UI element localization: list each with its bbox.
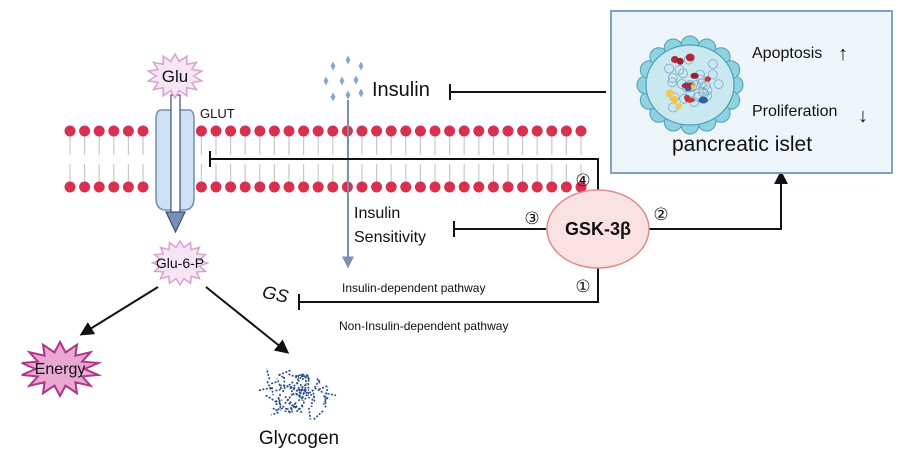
non-insulin-dependent-pathway-label: Non-Insulin-dependent pathway — [339, 319, 508, 333]
insulin-sensitivity-label-line1: Insulin — [354, 205, 400, 222]
pathway-marker-2: ② — [653, 205, 668, 224]
apoptosis-label: Apoptosis — [752, 45, 822, 62]
glut-label: GLUT — [200, 106, 235, 121]
pathway-marker-1: ① — [575, 277, 590, 296]
insulin-granule — [331, 62, 336, 71]
insulin-granule — [359, 89, 364, 98]
insulin-granule — [346, 56, 351, 65]
insulin-dependent-pathway-label: Insulin-dependent pathway — [342, 281, 485, 295]
insulin-granules-icon — [324, 56, 364, 102]
pathway-marker-3: ③ — [524, 209, 539, 228]
insulin-granule — [340, 77, 345, 86]
insulin-sensitivity-label-line2: Sensitivity — [354, 229, 426, 246]
gsk3b-label: GSK-3β — [565, 219, 631, 239]
apoptosis-up-arrow: ↑ — [838, 43, 848, 65]
glu6p-label: Glu-6-P — [156, 255, 204, 271]
insulin-granule — [324, 77, 329, 86]
glycogen-label: Glycogen — [259, 428, 339, 449]
insulin-granule — [331, 93, 336, 102]
proliferation-down-arrow: ↓ — [858, 105, 868, 127]
pancreatic-islet-icon — [637, 36, 743, 134]
insulin-granule — [354, 76, 359, 85]
energy-label: Energy — [35, 361, 86, 378]
insulin-granule — [346, 91, 351, 100]
insulin-label: Insulin — [372, 79, 430, 101]
arrow-to-energy — [82, 287, 158, 334]
gs-label: GS — [261, 282, 291, 307]
islet-inhibits-insulin — [450, 84, 606, 100]
insulin-granule — [359, 62, 364, 71]
glu-label: Glu — [162, 67, 188, 86]
pathway-marker-4: ④ — [575, 171, 590, 190]
proliferation-label: Proliferation — [752, 103, 837, 120]
glycogen-icon — [259, 369, 336, 420]
pancreatic-islet-label: pancreatic islet — [672, 133, 812, 156]
